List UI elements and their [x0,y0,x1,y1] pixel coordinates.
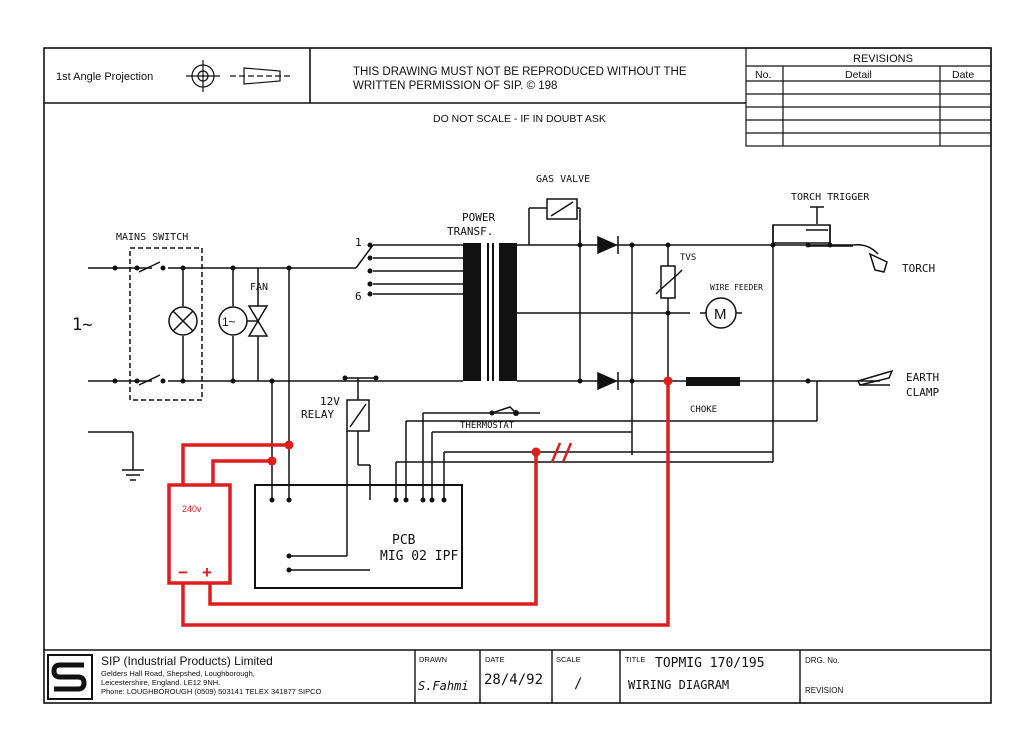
relay-label-2: RELAY [301,408,334,421]
projection-label: 1st Angle Projection [56,71,153,83]
supply-label: 1~ [72,315,92,335]
sip-logo-icon [47,654,93,700]
company-address-1: Gelders Hall Road, Shepshed, Loughboroug… [101,669,255,678]
positive-terminal-label: + [202,563,212,582]
tvs-label: TVS [680,253,696,263]
drawing-number-label: DRG. No. [805,656,840,665]
fan-label: FAN [250,282,268,293]
revisions-table [745,47,992,147]
circuit-wiring [88,206,880,589]
mains-switch-label: MAINS SWITCH [116,232,188,243]
copyright-notice-line2: WRITTEN PERMISSION OF SIP. © 198 [353,80,557,92]
power-transformer-label-1: POWER [462,211,495,224]
pcb-label-1: PCB [392,533,416,548]
pcb-label-2: MIG 02 IPF [380,549,458,564]
diode-upper-icon [597,235,622,255]
drawn-value: S.Fahmi [418,679,469,693]
added-240v-wiring [167,381,670,627]
relay-coil-icon [346,399,370,432]
drawn-label: DRAWN [419,655,447,664]
gas-valve-label: GAS VALVE [536,174,590,185]
earth-clamp-label-2: CLAMP [906,386,939,399]
company-phone: Phone: LOUGHBOROUGH (0509) 503141 TELEX … [101,687,322,696]
power-supply-label: 240v [182,504,202,514]
motor-label: M [714,306,727,323]
drawing-title-1: TOPMIG 170/195 [655,656,765,671]
earth-clamp-label-1: EARTH [906,371,939,384]
date-label: DATE [485,655,504,664]
wire-feeder-label: WIRE FEEDER [710,283,763,292]
red-junction-dots [267,376,673,466]
torch-trigger-label: TORCH TRIGGER [791,192,870,203]
choke-icon [686,377,740,386]
title-label: TITLE [625,655,645,664]
torch-icon [868,252,888,273]
wire-feeder-motor-icon [705,297,737,329]
gas-valve-icon [546,198,578,220]
scale-note: DO NOT SCALE - IF IN DOUBT ASK [433,113,606,125]
diode-lower-icon [597,371,622,391]
copyright-notice-line1: THIS DRAWING MUST NOT BE REPRODUCED WITH… [353,66,687,78]
thermostat-icon [491,406,517,414]
company-name: SIP (Industrial Products) Limited [101,654,273,668]
earth-clamp-icon [856,369,894,386]
revisions-col-detail: Detail [845,69,872,81]
thermostat-contact-icon [513,410,519,416]
company-address-2: Leicestershire, England. LE12 9NH. [101,678,220,687]
scale-value: / [574,676,582,692]
scale-label: SCALE [556,655,581,664]
ac-source-icon [218,306,248,336]
tap-1-label: 1 [355,236,362,249]
tvs-icon [655,265,683,299]
thermostat-label: THERMOSTAT [460,421,515,431]
revision-label: REVISION [805,686,843,695]
revisions-col-date: Date [952,69,974,81]
drawing-frame [43,47,992,704]
choke-label: CHOKE [690,405,717,415]
junction-dots [112,242,833,573]
drawing-title-2: WIRING DIAGRAM [628,678,729,692]
power-transformer-label-2: TRANSF. [447,225,493,238]
power-transformer-icon [463,243,517,381]
first-angle-projection-icon [186,60,292,92]
relay-label-1: 12V [320,395,340,408]
lamp-icon [168,306,198,336]
footer-frame [414,650,801,703]
revisions-title: REVISIONS [853,53,913,65]
fan-icon [247,305,269,337]
tap-6-label: 6 [355,290,362,303]
ac-symbol-label: 1~ [222,315,236,329]
date-value: 28/4/92 [484,672,543,688]
revisions-col-no: No. [755,69,771,81]
torch-label: TORCH [902,262,935,275]
negative-terminal-label: − [178,563,188,582]
